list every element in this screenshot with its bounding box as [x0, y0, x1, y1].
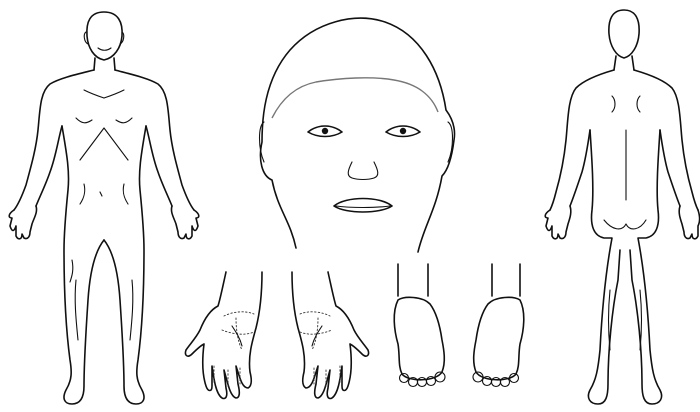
right-palm-figure: [292, 272, 369, 399]
face-figure: [260, 18, 455, 252]
back-body-figure: [545, 10, 699, 404]
right-sole-figure: [473, 264, 524, 387]
left-palm-figure: [185, 272, 262, 399]
left-sole-figure: [394, 264, 445, 387]
front-body-figure: [9, 12, 199, 404]
